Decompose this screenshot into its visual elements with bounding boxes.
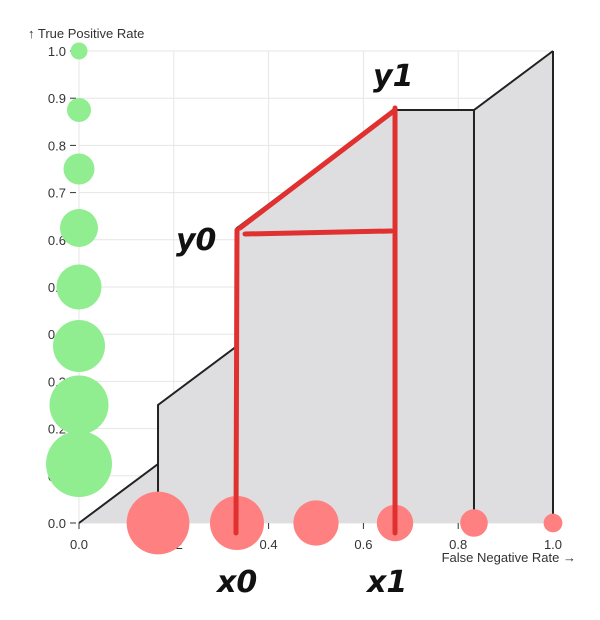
red-bubble — [460, 509, 488, 537]
annotation-label-x1: x1 — [365, 565, 407, 600]
x-tick-label: 1.0 — [544, 537, 562, 552]
y-tick-label: 0.9 — [48, 91, 66, 106]
x-tick-label: 0.4 — [260, 537, 278, 552]
area-region — [79, 51, 553, 523]
x-axis-label: False Negative Rate → — [442, 550, 576, 565]
green-bubble — [53, 320, 105, 372]
annotation-label-y0: y0 — [176, 223, 216, 258]
annotation-x0-line — [233, 227, 240, 536]
y-tick-label: 0.7 — [48, 186, 66, 201]
red-bubble — [543, 513, 563, 533]
annotations: x0 x1 y0 y1 — [176, 59, 413, 600]
green-bubble — [56, 264, 102, 310]
annotation-hypotenuse — [237, 107, 398, 231]
x-tick-label: 0.6 — [354, 537, 372, 552]
green-bubble — [49, 375, 109, 435]
green-bubble — [63, 153, 95, 185]
x-tick-label: 0.8 — [449, 537, 467, 552]
y-tick-label: 0.6 — [48, 233, 66, 248]
green-bubble — [60, 209, 98, 247]
red-bubble — [126, 491, 190, 555]
y-axis-label: ↑ True Positive Rate — [28, 26, 144, 41]
red-bubble — [293, 500, 339, 546]
x-tick-label: 0.0 — [70, 537, 88, 552]
y-tick-label: 0.8 — [48, 138, 66, 153]
annotation-y0-line — [242, 228, 394, 237]
y-tick-label: 0.0 — [48, 516, 66, 531]
green-bubble — [46, 431, 112, 497]
green-bubble — [70, 42, 88, 60]
green-bubbles — [46, 42, 112, 497]
annotation-label-y1: y1 — [373, 59, 413, 94]
y-tick-label: 1.0 — [48, 44, 66, 59]
area-fill — [79, 51, 553, 523]
green-bubble — [67, 98, 91, 122]
annotation-label-x0: x0 — [215, 565, 257, 600]
